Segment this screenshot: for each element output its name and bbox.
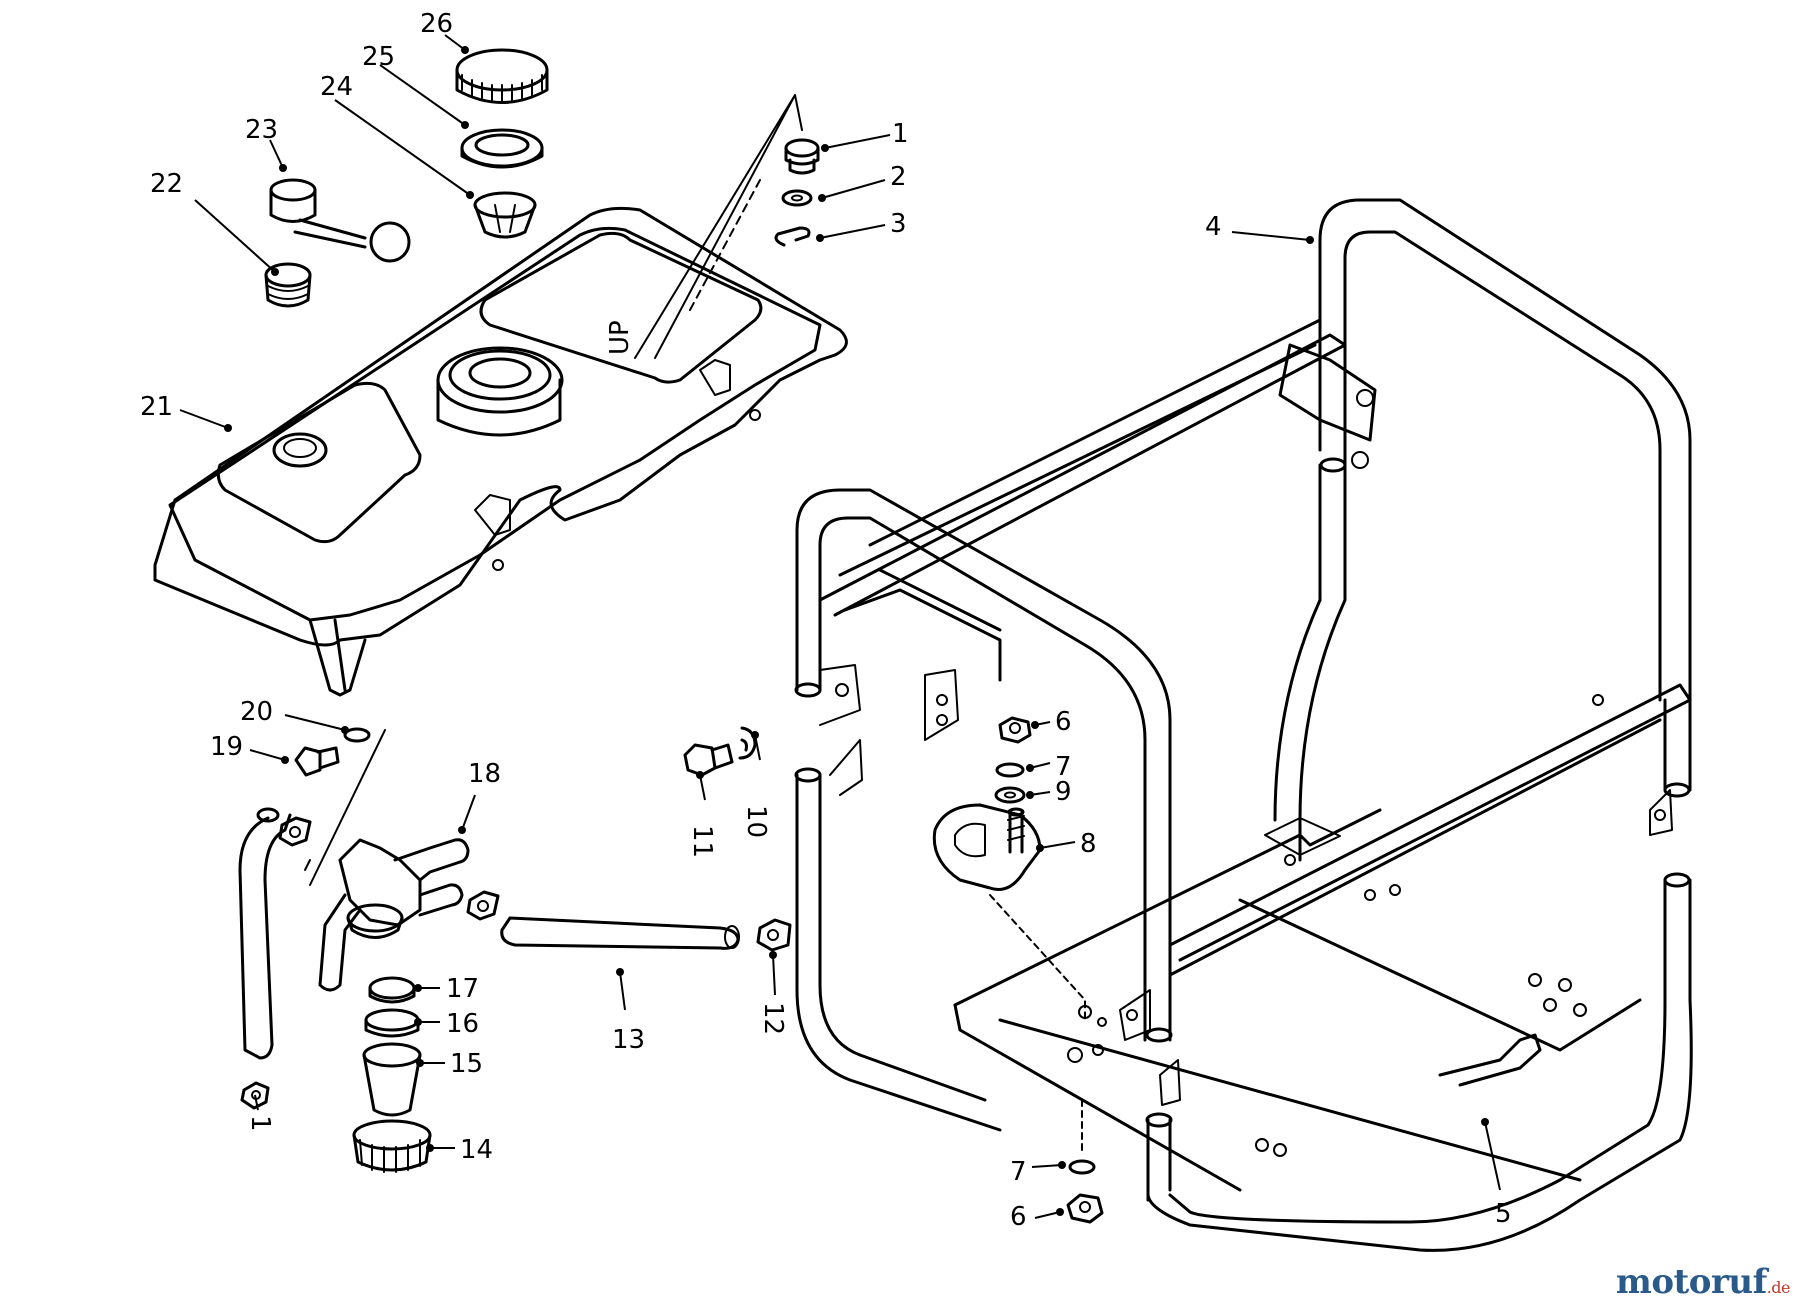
label-part-21: 21 <box>140 392 173 422</box>
up-leader-line <box>634 94 803 359</box>
label-part-6-lower: 6 <box>1010 1202 1027 1232</box>
label-part-17: 17 <box>446 974 479 1004</box>
label-part-26: 26 <box>420 9 453 39</box>
watermark-text: motoruf <box>1615 1262 1767 1302</box>
label-part-10: 10 <box>741 805 771 838</box>
part-labels: 1 2 3 4 5 6 6 7 7 8 9 10 11 12 13 14 15 … <box>140 9 1512 1232</box>
label-part-11: 11 <box>687 825 717 858</box>
frame-tube <box>794 198 1693 1252</box>
label-part-3: 3 <box>890 209 907 239</box>
label-part-9: 9 <box>1055 777 1072 807</box>
label-part-16: 16 <box>446 1009 479 1039</box>
label-part-7-lower: 7 <box>1010 1157 1027 1187</box>
watermark-tld: .de <box>1766 1278 1791 1297</box>
fuel-tank: UP <box>153 206 848 697</box>
label-part-2: 2 <box>890 162 907 192</box>
label-part-13: 13 <box>612 1025 645 1055</box>
label-part-23: 23 <box>245 115 278 145</box>
label-part-12: 12 <box>758 1002 788 1035</box>
label-part-22: 22 <box>150 169 183 199</box>
leader-lines <box>179 34 1501 1219</box>
label-part-7-upper: 7 <box>1055 752 1072 782</box>
label-part-25: 25 <box>362 42 395 72</box>
fuel-valve-parts <box>238 726 792 1173</box>
label-part-5: 5 <box>1495 1199 1512 1229</box>
label-part-1: 1 <box>892 119 909 149</box>
up-arrow-mark: UP <box>605 320 635 355</box>
label-part-20: 20 <box>240 697 273 727</box>
label-part-14: 14 <box>460 1135 493 1165</box>
label-part-24: 24 <box>320 72 353 102</box>
label-part-15: 15 <box>450 1049 483 1079</box>
grommet-parts <box>774 138 820 247</box>
label-part-6-upper: 6 <box>1055 707 1072 737</box>
tank-caps <box>264 48 549 308</box>
label-part-4: 4 <box>1205 212 1222 242</box>
label-part-18: 18 <box>468 759 501 789</box>
label-part-8: 8 <box>1080 829 1097 859</box>
engine-mount-parts <box>932 716 1107 1224</box>
label-part-1-lower: 1 <box>245 1115 275 1132</box>
label-part-19: 19 <box>210 732 243 762</box>
watermark-logo: motoruf.de <box>1615 1262 1791 1302</box>
